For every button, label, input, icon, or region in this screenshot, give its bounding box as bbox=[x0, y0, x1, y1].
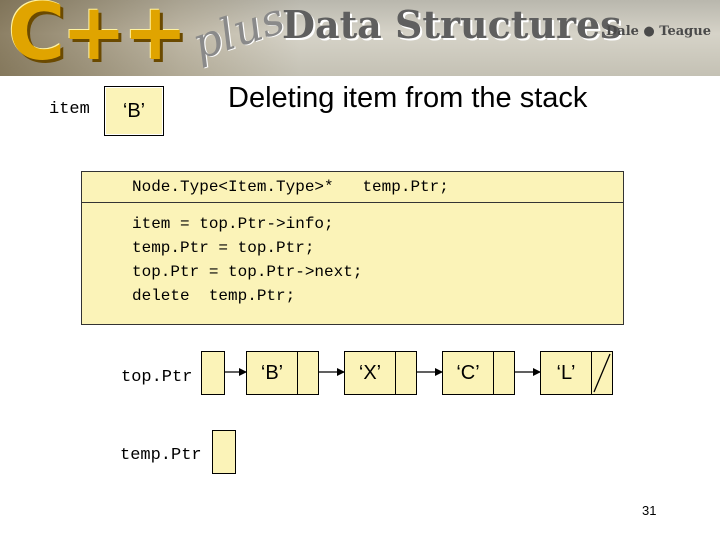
item-value: ‘B’ bbox=[122, 99, 146, 122]
declaration-box bbox=[81, 171, 624, 203]
code-line: item = top.Ptr->info; bbox=[132, 215, 334, 233]
node-info: ‘B’ bbox=[246, 351, 298, 395]
temp-ptr-box bbox=[212, 430, 236, 474]
node-next bbox=[396, 351, 417, 395]
list-node: ‘C’ bbox=[442, 351, 515, 395]
node-info: ‘L’ bbox=[540, 351, 592, 395]
code-line: top.Ptr = top.Ptr->next; bbox=[132, 263, 363, 281]
null-slash-icon bbox=[593, 353, 611, 393]
list-node: ‘X’ bbox=[344, 351, 417, 395]
node-info: ‘X’ bbox=[344, 351, 396, 395]
temp-ptr-label: temp.Ptr bbox=[120, 446, 202, 465]
book-title: Data Structures bbox=[282, 2, 622, 47]
authors: Dale ● Teague bbox=[606, 24, 711, 39]
node-next bbox=[298, 351, 319, 395]
slide-title: Deleting item from the stack bbox=[228, 82, 588, 114]
header-banner: C++ plus Data Structures Dale ● Teague bbox=[0, 0, 720, 76]
node-next-null bbox=[592, 351, 613, 395]
code-box bbox=[81, 202, 624, 325]
code-declaration: Node.Type<Item.Type>* temp.Ptr; bbox=[132, 178, 449, 196]
node-info: ‘C’ bbox=[442, 351, 494, 395]
top-ptr-box bbox=[201, 351, 225, 395]
list-node: ‘B’ bbox=[246, 351, 319, 395]
code-line: temp.Ptr = top.Ptr; bbox=[132, 239, 315, 257]
item-label: item bbox=[49, 100, 90, 119]
banner-shading bbox=[0, 0, 300, 76]
item-variable-box: ‘B’ bbox=[104, 86, 164, 136]
node-next bbox=[494, 351, 515, 395]
top-ptr-label: top.Ptr bbox=[121, 368, 193, 387]
list-node: ‘L’ bbox=[540, 351, 613, 395]
code-line: delete temp.Ptr; bbox=[132, 287, 296, 305]
page-number: 31 bbox=[642, 503, 657, 518]
logo-cpp: C++ bbox=[8, 0, 188, 76]
